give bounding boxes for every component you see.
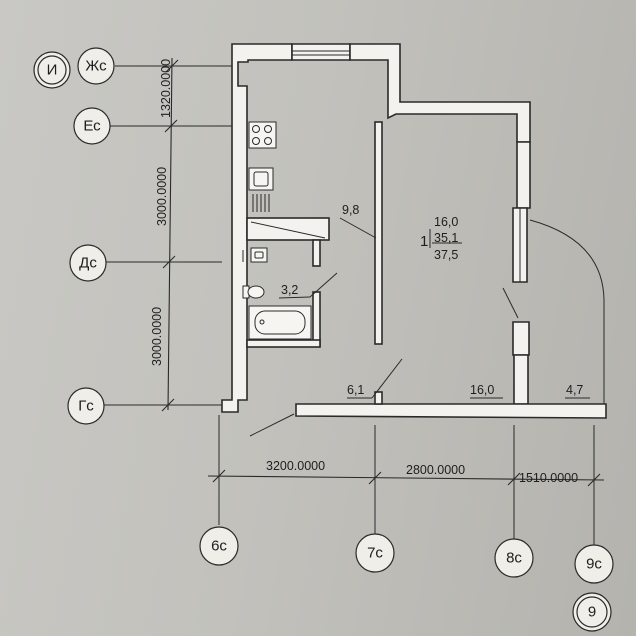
kitchen-sink-icon xyxy=(248,167,274,191)
axis-label-d: Дс xyxy=(79,255,97,272)
hall-area: 6,1 xyxy=(347,383,364,397)
bath-bottom-wall xyxy=(246,339,321,348)
axis-bubble-9: 9с xyxy=(574,544,614,584)
bath-partition-lower xyxy=(312,291,321,347)
dim-vertical-2: 3000.0000 xyxy=(155,167,169,226)
corridor-area: 16,0 xyxy=(470,383,494,397)
axis-label-6: 6с xyxy=(211,538,227,555)
living-area: 16,0 xyxy=(434,215,458,229)
axis-label-i: И xyxy=(47,62,58,79)
total-with-balcony: 37,5 xyxy=(434,248,458,262)
axis-label-7: 7с xyxy=(367,545,383,562)
kitchen-area: 9,8 xyxy=(342,203,359,217)
right-lower-wall xyxy=(513,354,529,405)
dim-horizontal-2: 2800.0000 xyxy=(406,463,465,477)
axis-bubble-d: Дс xyxy=(69,244,107,282)
balcony-outline xyxy=(529,219,605,404)
axis-label-8: 8с xyxy=(506,550,522,567)
axis-bubble-i: И xyxy=(33,51,71,89)
top-window-frame xyxy=(291,43,351,61)
balcony xyxy=(529,219,605,404)
row-axis-lines xyxy=(104,65,232,406)
drainer-icon xyxy=(252,194,270,212)
washbasin-icon xyxy=(250,247,268,263)
dim-horizontal-1: 3200.0000 xyxy=(266,459,325,473)
col-axis-lines xyxy=(218,415,595,545)
label-leaders xyxy=(249,217,590,437)
axis-bubble-7: 7с xyxy=(355,533,395,573)
balcony-door-frame xyxy=(512,321,530,356)
dim-vertical-1: 1320.0000 xyxy=(159,59,173,118)
right-exterior-wall xyxy=(516,141,531,209)
fixtures xyxy=(242,121,326,340)
bottom-wall xyxy=(295,403,607,419)
vertical-dimension-line xyxy=(161,57,179,412)
stove-icon xyxy=(248,121,277,149)
toilet-icon xyxy=(242,285,265,299)
bath-partition-vertical xyxy=(312,239,321,267)
sheet-number-bubble: 9 xyxy=(572,592,612,632)
dim-horizontal-3: 1510.0000 xyxy=(519,471,578,485)
walls xyxy=(221,43,607,419)
axis-label-e: Ес xyxy=(83,118,101,135)
axis-bubble-8: 8с xyxy=(494,538,534,578)
dim-vertical-3: 3000.0000 xyxy=(150,307,164,366)
left-exterior-wall xyxy=(221,43,293,413)
balcony-area: 4,7 xyxy=(566,383,583,397)
bathroom-area: 3,2 xyxy=(281,283,298,297)
axis-label-9: 9с xyxy=(586,556,602,573)
axis-label-g: Гс xyxy=(78,398,94,415)
rooms-count: 1 xyxy=(420,233,428,250)
kitchen-top-wall xyxy=(349,43,531,143)
duct-cross-line xyxy=(250,221,326,239)
axis-bubble-e: Ес xyxy=(73,107,111,145)
axis-bubble-g: Гс xyxy=(67,387,105,425)
axis-bubble-zh: Жс xyxy=(77,47,115,85)
hall-partition-stub xyxy=(374,391,383,405)
bathtub-icon xyxy=(248,305,312,340)
axis-label-zh: Жс xyxy=(85,58,107,75)
axis-bubble-6: 6с xyxy=(199,526,239,566)
sheet-number: 9 xyxy=(588,604,596,621)
total-area: 35,1 xyxy=(434,231,458,245)
kitchen-room-partition xyxy=(374,121,383,345)
horizontal-dimension-line xyxy=(207,469,605,487)
